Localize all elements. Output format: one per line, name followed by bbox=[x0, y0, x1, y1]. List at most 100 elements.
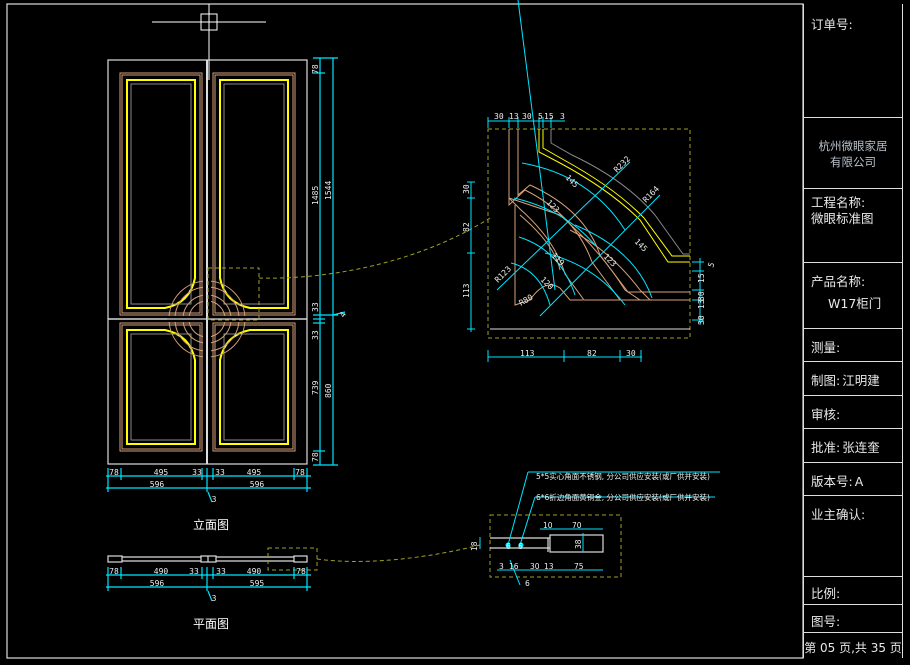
dim-label: 596 bbox=[150, 480, 165, 489]
dim-label: 6 bbox=[518, 542, 523, 551]
panel-gray-line bbox=[130, 333, 192, 441]
radius-label: R123 bbox=[493, 264, 513, 284]
dim-label: 33 bbox=[311, 330, 320, 340]
dim-label: 30 bbox=[462, 184, 471, 194]
plan-dimensions bbox=[106, 567, 311, 602]
page-info-cell: 第 05 页,共 35 页 bbox=[804, 632, 902, 658]
dim-label: 33 bbox=[216, 567, 226, 576]
drawing-no-label: 图号: bbox=[811, 614, 841, 629]
panel-inner-frame bbox=[126, 79, 196, 309]
dim-label: 30 bbox=[494, 112, 504, 121]
dim-label: 78 bbox=[109, 567, 119, 576]
company-name-line2: 有限公司 bbox=[830, 155, 876, 169]
elevation-view-caption: 立面图 bbox=[193, 518, 230, 532]
radius-label: R80 bbox=[518, 293, 535, 308]
dim-label: 596 bbox=[250, 480, 265, 489]
panel-outer-frame bbox=[212, 72, 296, 316]
elevation-horizontal-dim-labels: 78 495 33 33 495 78 596 596 3 bbox=[109, 468, 305, 504]
dim-label: 33 bbox=[215, 468, 225, 477]
survey-cell: 测量: bbox=[804, 328, 902, 361]
section-detail-labels: 5*5实心角面不锈钢, 分公司供应安装(或厂供并安装) 6*6折边角面黄铜金, … bbox=[470, 471, 710, 588]
project-value: 微眼标准图 bbox=[811, 211, 874, 226]
panel-inner-frame bbox=[219, 79, 289, 309]
panel-outer-frame bbox=[212, 322, 296, 452]
dim-label: 16 bbox=[509, 562, 519, 571]
product-label: 产品名称: bbox=[811, 274, 866, 289]
dim-label: 495 bbox=[247, 468, 262, 477]
dim-label: 4 bbox=[338, 310, 348, 319]
elevation-detail-callout-box bbox=[207, 267, 260, 321]
dim-label: 1544 bbox=[324, 181, 333, 200]
dim-label: 6 bbox=[525, 579, 530, 588]
dim-label: 490 bbox=[247, 567, 262, 576]
drawn-by-label: 制图: bbox=[811, 373, 841, 388]
dim-label: 78 bbox=[311, 452, 320, 462]
dim-label: 10 bbox=[543, 521, 553, 530]
door-panels bbox=[108, 60, 307, 464]
dim-label: 3 bbox=[212, 495, 217, 504]
panel-inner-frame bbox=[126, 329, 196, 445]
plan-view-caption: 平面图 bbox=[193, 617, 230, 631]
approve-label: 批准: bbox=[811, 440, 841, 455]
dim-label: 30 bbox=[697, 315, 706, 325]
panel-outer-frame bbox=[121, 74, 201, 314]
dim-label: 30 bbox=[522, 112, 532, 121]
section-note-2: 6*6折边角面黄铜金, 分公司供应安装(或厂供并安装) bbox=[536, 492, 710, 502]
review-label: 审核: bbox=[811, 407, 841, 422]
panel-gray-line bbox=[130, 83, 192, 305]
dim-label: 3 bbox=[212, 594, 217, 603]
plan-dim-labels: 78 490 33 33 490 78 596 595 3 bbox=[109, 567, 306, 603]
order-no-cell: 订单号: bbox=[804, 4, 902, 117]
approve-value: 张连奎 bbox=[842, 440, 880, 455]
radius-label: R232 bbox=[612, 154, 632, 174]
dim-label: 82 bbox=[587, 349, 597, 358]
dim-label: 78 bbox=[295, 468, 305, 477]
panel-inner-frame bbox=[219, 329, 289, 445]
corner-detail bbox=[467, 0, 704, 362]
radius-label: 120 bbox=[539, 275, 556, 292]
dim-label: 595 bbox=[250, 579, 265, 588]
plan-detail-callout-box bbox=[267, 547, 318, 571]
drawing-no-cell: 图号: bbox=[804, 604, 902, 632]
dim-label: 82 bbox=[462, 222, 471, 232]
dim-label: 33 bbox=[311, 302, 320, 312]
order-no-label: 订单号: bbox=[811, 17, 853, 32]
project-cell: 工程名称: 微眼标准图 bbox=[804, 188, 902, 262]
dim-label: 33 bbox=[189, 567, 199, 576]
dim-label: 33 bbox=[192, 468, 202, 477]
dim-label: 113 bbox=[520, 349, 535, 358]
dim-label: 38 bbox=[574, 539, 583, 549]
radius-label: 123 bbox=[602, 252, 619, 269]
dim-label: 3 bbox=[499, 562, 504, 571]
product-cell: 产品名称: W17柜门 bbox=[804, 262, 902, 328]
dim-label: 75 bbox=[574, 562, 584, 571]
dim-label: 596 bbox=[150, 579, 165, 588]
panel-outer-frame bbox=[214, 74, 294, 314]
dim-label: 3 bbox=[560, 112, 565, 121]
page-info: 第 05 页,共 35 页 bbox=[804, 641, 902, 655]
radius-label: R164 bbox=[641, 184, 661, 204]
radius-label: 145 bbox=[564, 173, 581, 190]
product-value: W17柜门 bbox=[828, 296, 882, 311]
section-detail bbox=[479, 471, 720, 586]
dim-label: 5 bbox=[538, 112, 543, 121]
dim-label: 15 bbox=[544, 112, 554, 121]
dim-label: 18 bbox=[470, 541, 479, 551]
panel-outer-frame bbox=[119, 72, 203, 316]
review-cell: 审核: bbox=[804, 395, 902, 428]
dim-label: 5 bbox=[706, 261, 716, 269]
panel-gray-line bbox=[223, 83, 285, 305]
plan-detail-leader bbox=[316, 544, 481, 562]
version-cell: 版本号:A bbox=[804, 462, 902, 495]
elevation-detail-leader bbox=[258, 217, 491, 279]
section-note-1: 5*5实心角面不锈钢, 分公司供应安装(或厂供并安装) bbox=[536, 471, 710, 481]
dim-label: 1485 bbox=[311, 186, 320, 205]
dim-label: 13 bbox=[544, 562, 554, 571]
corner-detail-labels: 30 13 30 5 15 3 30 82 113 113 82 30 5 15… bbox=[462, 112, 717, 358]
owner-confirm-label: 业主确认: bbox=[811, 507, 866, 522]
radius-label: 145 bbox=[633, 237, 650, 254]
dim-label: 113 bbox=[462, 283, 471, 298]
drawn-by-value: 江明建 bbox=[842, 373, 880, 388]
dim-label: 78 bbox=[109, 468, 119, 477]
